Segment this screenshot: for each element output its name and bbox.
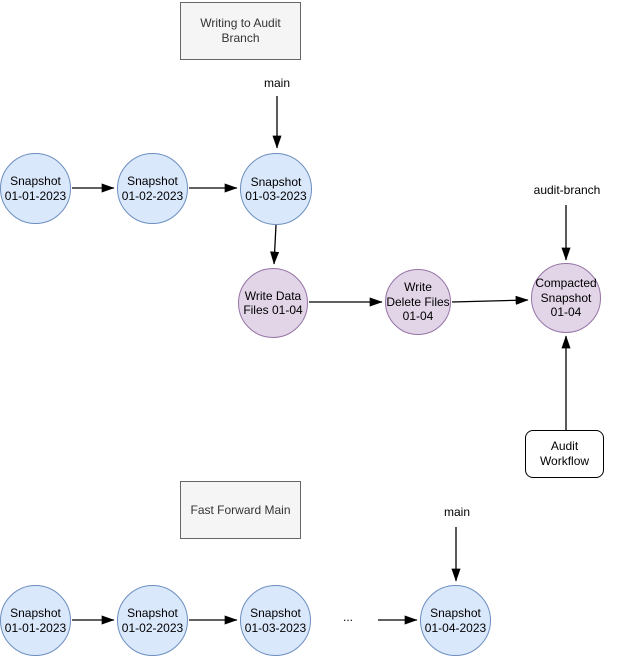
node-snapshot-01-04-bottom: Snapshot 01-04-2023 — [420, 585, 491, 656]
branch-label-main-bottom: main — [443, 505, 470, 519]
ellipsis-label: ... — [342, 610, 353, 624]
node-snapshot-01-01-bottom: Snapshot 01-01-2023 — [0, 585, 71, 656]
node-snapshot-01-02-bottom: Snapshot 01-02-2023 — [117, 585, 188, 656]
node-snapshot-01-01-top: Snapshot 01-01-2023 — [0, 153, 71, 224]
edge-write-delete-to-compacted — [451, 295, 529, 305]
node-write-data-files: Write Data Files 01-04 — [238, 268, 308, 338]
node-write-delete-files: Write Delete Files 01-04 — [385, 269, 451, 335]
title-box-writing-to-audit-branch: Writing to Audit Branch — [180, 2, 301, 60]
audit-workflow-box: Audit Workflow — [525, 430, 604, 478]
branch-label-main-top: main — [263, 76, 290, 90]
node-compacted-snapshot: Compacted Snapshot 01-04 — [531, 263, 601, 333]
title-box-fast-forward-main: Fast Forward Main — [180, 481, 301, 539]
edge-snapshot3-to-write-data — [270, 224, 280, 265]
node-snapshot-01-03-top: Snapshot 01-03-2023 — [240, 153, 312, 225]
node-snapshot-01-02-top: Snapshot 01-02-2023 — [117, 153, 188, 224]
branch-label-audit-branch: audit-branch — [533, 183, 601, 197]
node-snapshot-01-03-bottom: Snapshot 01-03-2023 — [240, 585, 311, 656]
